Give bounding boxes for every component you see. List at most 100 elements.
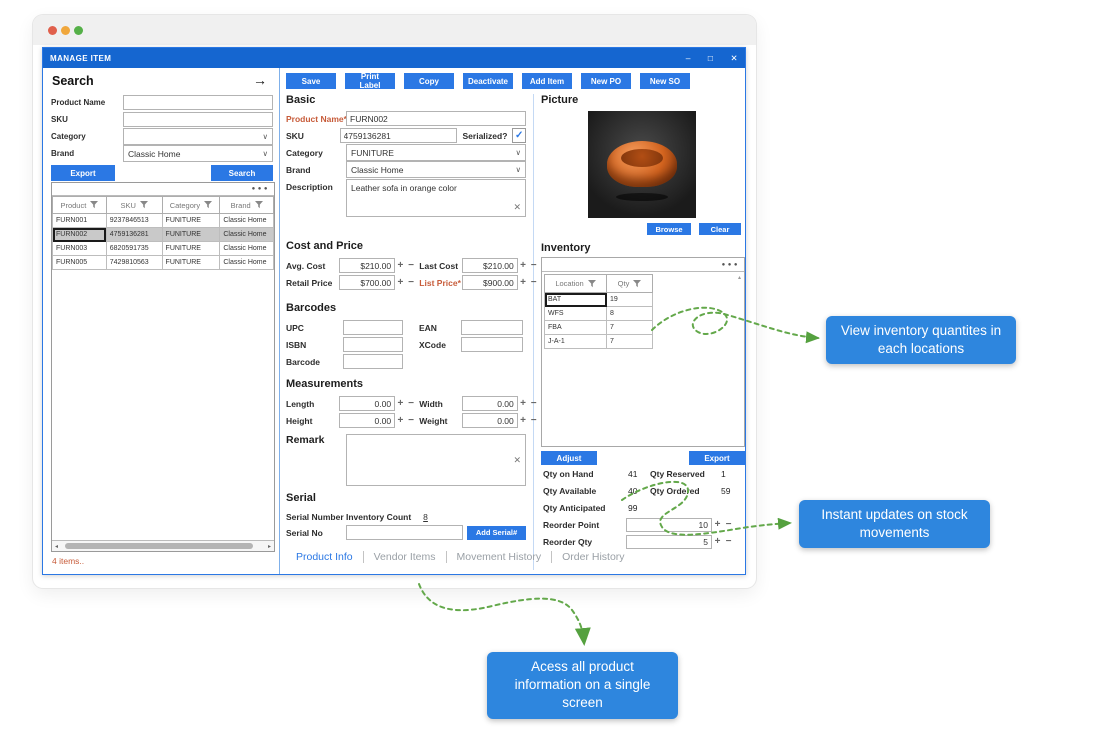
list-price-input[interactable] (461, 275, 518, 290)
product-image (588, 111, 696, 218)
product-name-input[interactable] (346, 111, 526, 126)
minus-icon[interactable]: − (408, 414, 414, 426)
deactivate-button[interactable]: Deactivate (463, 73, 513, 89)
plus-icon[interactable]: + (397, 414, 404, 426)
category-select[interactable]: FUNITURE ∨ (346, 144, 526, 161)
serial-count-value[interactable]: 8 (423, 511, 428, 522)
reorder-point-input[interactable] (626, 517, 712, 532)
column-header-qty[interactable]: Qty (606, 274, 653, 293)
brand-select[interactable]: Classic Home ∨ (346, 161, 526, 178)
copy-button[interactable]: Copy (404, 73, 454, 89)
plus-icon[interactable]: + (520, 276, 526, 288)
add-item-button[interactable]: Add Item (522, 73, 572, 89)
minus-icon[interactable]: − (530, 397, 537, 409)
new-so-button[interactable]: New SO (640, 73, 690, 89)
product-name-filter-input[interactable] (123, 95, 273, 110)
minimize-button[interactable]: – (685, 53, 691, 63)
column-header-brand[interactable]: Brand (219, 196, 274, 214)
serial-no-input[interactable] (346, 525, 463, 540)
reorder-qty-input[interactable] (626, 534, 712, 549)
scroll-left-icon[interactable]: ◂ (54, 543, 58, 550)
collapse-arrow-icon[interactable]: → (253, 72, 267, 88)
plus-icon[interactable]: + (397, 397, 404, 409)
scrollbar-thumb[interactable] (65, 543, 253, 549)
export-button[interactable]: Export (51, 165, 115, 181)
plus-icon[interactable]: + (520, 414, 526, 426)
isbn-input[interactable] (343, 337, 403, 352)
column-header-location[interactable]: Location (544, 274, 607, 293)
new-po-button[interactable]: New PO (581, 73, 631, 89)
height-input[interactable] (339, 413, 396, 428)
category-filter-select[interactable]: ∨ (123, 128, 273, 145)
menu-dots-icon[interactable]: ●●● (721, 261, 740, 268)
description-textarea[interactable]: Leather sofa in orange color ✕ (346, 179, 526, 217)
avg-cost-input[interactable] (339, 258, 396, 273)
mac-minimize-icon[interactable] (61, 26, 70, 35)
scroll-right-icon[interactable]: ▸ (267, 543, 271, 550)
minus-icon[interactable]: − (530, 259, 537, 271)
last-cost-input[interactable] (461, 258, 518, 273)
brand-filter-select[interactable]: Classic Home ∨ (123, 145, 273, 162)
inventory-toolbar: ●●● (542, 258, 744, 272)
barcode-input[interactable] (343, 354, 403, 369)
maximize-button[interactable]: □ (707, 53, 714, 63)
plus-icon[interactable]: + (714, 535, 721, 547)
scroll-up-icon[interactable]: ▴ (737, 275, 741, 281)
width-input[interactable] (461, 396, 518, 411)
sku-input[interactable] (339, 128, 457, 143)
add-serial-button[interactable]: Add Serial# (467, 525, 526, 540)
minus-icon[interactable]: − (530, 276, 537, 288)
browse-button[interactable]: Browse (647, 223, 691, 235)
adjust-button[interactable]: Adjust (541, 451, 597, 465)
menu-dots-icon[interactable]: ●●● (251, 186, 270, 192)
column-header-sku[interactable]: SKU (105, 196, 163, 214)
tab-movement-history[interactable]: Movement History (445, 551, 552, 563)
length-width-row: Length + − Width + − (286, 396, 539, 411)
plus-icon[interactable]: + (397, 276, 404, 288)
plus-icon[interactable]: + (397, 259, 404, 271)
weight-input[interactable] (461, 413, 518, 428)
plus-icon[interactable]: + (520, 259, 526, 271)
column-header-category[interactable]: Category (161, 196, 221, 214)
save-button[interactable]: Save (286, 73, 336, 89)
close-button[interactable]: ✕ (730, 53, 738, 63)
minus-icon[interactable]: − (725, 535, 732, 547)
clear-description-icon[interactable]: ✕ (513, 202, 521, 212)
plus-icon[interactable]: + (520, 397, 526, 409)
minus-icon[interactable]: − (408, 397, 414, 409)
clear-remark-icon[interactable]: ✕ (513, 455, 521, 465)
tab-order-history[interactable]: Order History (551, 551, 634, 563)
tab-product-info[interactable]: Product Info (296, 551, 353, 563)
plus-icon[interactable]: + (714, 518, 721, 530)
upc-input[interactable] (343, 320, 403, 335)
ean-input[interactable] (461, 320, 523, 335)
mac-close-icon[interactable] (48, 26, 57, 35)
minus-icon[interactable]: − (408, 276, 414, 288)
xcode-input[interactable] (461, 337, 523, 352)
remark-textarea[interactable]: ✕ (346, 434, 526, 486)
horizontal-scrollbar[interactable]: ◂ ▸ (52, 540, 274, 551)
tab-vendor-items[interactable]: Vendor Items (362, 551, 446, 563)
search-button[interactable]: Search (211, 165, 273, 181)
column-header-product[interactable]: Product (52, 196, 107, 214)
serialized-checkbox[interactable]: ✓ (512, 128, 526, 143)
minus-icon[interactable]: − (408, 259, 414, 271)
mac-zoom-icon[interactable] (74, 26, 83, 35)
minus-icon[interactable]: − (725, 518, 732, 530)
retail-price-input[interactable] (339, 275, 396, 290)
print-label-button[interactable]: Print Label (345, 72, 395, 90)
minus-icon[interactable]: − (530, 414, 537, 426)
clear-button[interactable]: Clear (699, 223, 741, 235)
product-name-filter-row: Product Name (51, 95, 273, 110)
length-input[interactable] (339, 396, 396, 411)
inventory-export-button[interactable]: Export (689, 451, 745, 465)
sku-filter-input[interactable] (123, 112, 273, 127)
